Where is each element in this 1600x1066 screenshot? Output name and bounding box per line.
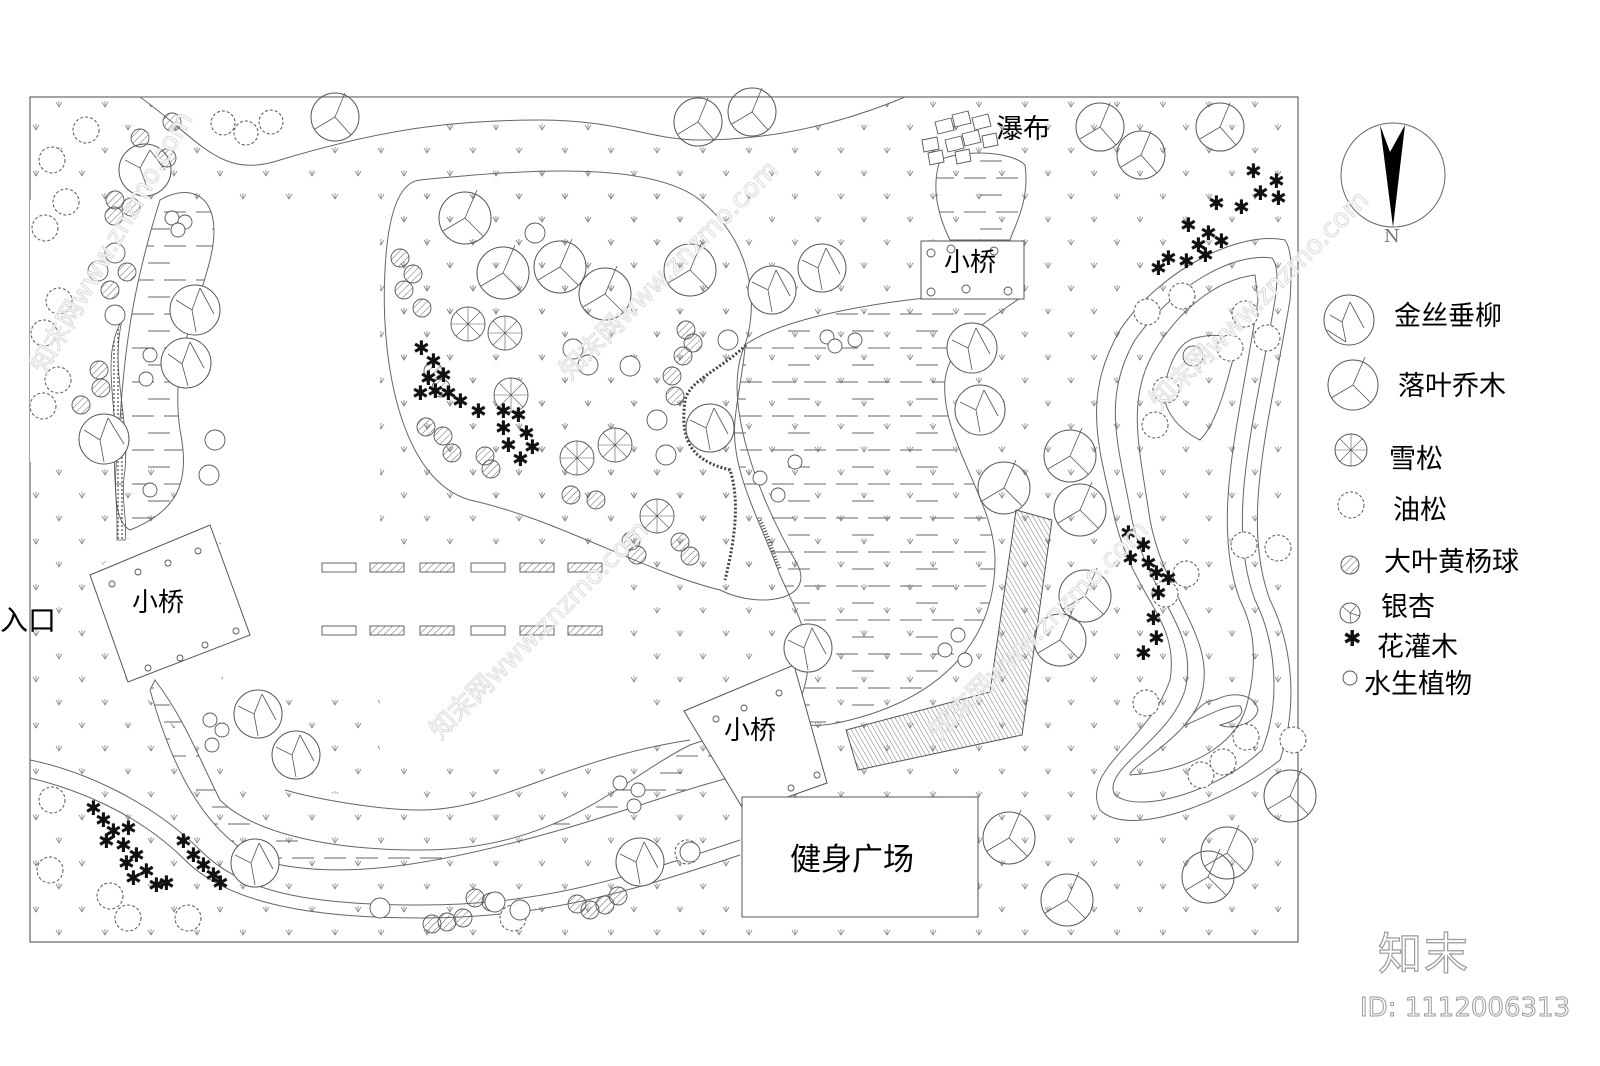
svg-text:✱: ✱ bbox=[1208, 191, 1225, 215]
svg-text:✱: ✱ bbox=[95, 808, 112, 832]
svg-text:✱: ✱ bbox=[1140, 551, 1157, 575]
bridge-west-shape bbox=[89, 524, 251, 683]
legend-label: 花灌木 bbox=[1377, 632, 1458, 663]
legend-item-flowering-shrub: 花灌木 bbox=[1377, 625, 1458, 664]
svg-text:✱: ✱ bbox=[435, 363, 452, 387]
svg-text:✱: ✱ bbox=[1197, 243, 1214, 267]
svg-text:✱: ✱ bbox=[1135, 533, 1152, 557]
legend-label: 金丝垂柳 bbox=[1394, 301, 1502, 332]
bridge-north-shape bbox=[920, 240, 1025, 300]
svg-text:✱: ✱ bbox=[1120, 521, 1137, 545]
legend-label: 油松 bbox=[1393, 495, 1447, 526]
legend-item-boxwood-ball: 大叶黄杨球 bbox=[1384, 540, 1519, 579]
svg-text:✱: ✱ bbox=[120, 816, 137, 840]
svg-text:✱: ✱ bbox=[1190, 233, 1207, 257]
svg-text:✱: ✱ bbox=[1160, 566, 1177, 590]
svg-text:✱: ✱ bbox=[138, 859, 155, 883]
svg-text:✱: ✱ bbox=[85, 796, 102, 820]
svg-text:✱: ✱ bbox=[1180, 213, 1197, 237]
svg-text:✱: ✱ bbox=[1233, 195, 1250, 219]
brand-watermark: 知末 bbox=[1377, 928, 1470, 980]
legend-label: 雪松 bbox=[1389, 444, 1443, 475]
svg-text:✱: ✱ bbox=[125, 866, 142, 890]
bridge-west-label: 小桥 bbox=[132, 588, 185, 618]
fitness-plaza-label: 健身广场 bbox=[790, 842, 914, 878]
svg-text:✱: ✱ bbox=[1148, 626, 1165, 650]
svg-text:✱: ✱ bbox=[105, 819, 122, 843]
svg-text:✱: ✱ bbox=[412, 381, 429, 405]
legend-item-deciduous-tree: 落叶乔木 bbox=[1398, 364, 1506, 403]
legend-label: 落叶乔木 bbox=[1398, 371, 1506, 402]
svg-text:✱: ✱ bbox=[195, 853, 212, 877]
bridge-south-shape bbox=[683, 664, 828, 813]
north-arrow-icon bbox=[1340, 122, 1446, 228]
svg-text:✱: ✱ bbox=[1213, 229, 1230, 253]
svg-text:✱: ✱ bbox=[495, 399, 512, 423]
legend-item-cedar: 雪松 bbox=[1389, 437, 1443, 476]
svg-text:✱: ✱ bbox=[185, 843, 202, 867]
svg-text:✱: ✱ bbox=[1252, 181, 1269, 205]
svg-text:✱: ✱ bbox=[420, 366, 437, 390]
entrance-label: 入口 bbox=[0, 604, 57, 637]
svg-text:✱: ✱ bbox=[1160, 246, 1177, 270]
svg-text:✱: ✱ bbox=[148, 873, 165, 897]
legend-item-aquatic-plant: 水生植物 bbox=[1364, 662, 1472, 701]
svg-text:✱: ✱ bbox=[470, 399, 487, 423]
svg-text:✱: ✱ bbox=[118, 851, 135, 875]
legend-label: 水生植物 bbox=[1364, 669, 1472, 700]
svg-text:✱: ✱ bbox=[500, 433, 517, 457]
svg-text:✱: ✱ bbox=[512, 447, 529, 471]
id-watermark: ID: 1112006313 bbox=[1359, 993, 1571, 1024]
svg-text:✱: ✱ bbox=[1150, 256, 1167, 280]
svg-text:✱: ✱ bbox=[1148, 561, 1165, 585]
bridge-north-label: 小桥 bbox=[944, 248, 997, 278]
legend-label: 银杏 bbox=[1381, 592, 1435, 623]
legend-item-ginkgo: 银杏 bbox=[1381, 585, 1435, 624]
svg-text:✱: ✱ bbox=[1145, 606, 1162, 630]
svg-text:✱: ✱ bbox=[175, 829, 192, 853]
svg-text:✱: ✱ bbox=[98, 829, 115, 853]
svg-text:✱: ✱ bbox=[1200, 221, 1217, 245]
svg-text:✱: ✱ bbox=[1122, 546, 1139, 570]
svg-text:✱: ✱ bbox=[452, 389, 469, 413]
waterfall-label: 瀑布 bbox=[996, 114, 1050, 145]
svg-text:✱: ✱ bbox=[1343, 627, 1361, 652]
svg-text:✱: ✱ bbox=[524, 435, 541, 459]
svg-text:✱: ✱ bbox=[115, 833, 132, 857]
svg-text:✱: ✱ bbox=[1268, 169, 1285, 193]
legend-label: 大叶黄杨球 bbox=[1384, 547, 1519, 578]
svg-text:✱: ✱ bbox=[425, 349, 442, 373]
bridge-south-label: 小桥 bbox=[724, 716, 777, 746]
svg-text:✱: ✱ bbox=[440, 381, 457, 405]
north-arrow-letter: N bbox=[1384, 226, 1400, 247]
svg-text:✱: ✱ bbox=[510, 403, 527, 427]
svg-text:✱: ✱ bbox=[1270, 186, 1287, 210]
svg-text:✱: ✱ bbox=[427, 379, 444, 403]
svg-text:✱: ✱ bbox=[205, 863, 222, 887]
svg-text:✱: ✱ bbox=[1150, 581, 1167, 605]
svg-text:✱: ✱ bbox=[128, 843, 145, 867]
legend-item-chinese-pine: 油松 bbox=[1393, 488, 1447, 527]
legend-item-weeping-willow: 金丝垂柳 bbox=[1394, 294, 1502, 333]
svg-text:✱: ✱ bbox=[1135, 641, 1152, 665]
svg-text:✱: ✱ bbox=[158, 871, 175, 895]
svg-text:✱: ✱ bbox=[212, 871, 229, 895]
svg-text:✱: ✱ bbox=[1245, 159, 1262, 183]
svg-text:✱: ✱ bbox=[413, 336, 430, 360]
svg-text:✱: ✱ bbox=[495, 416, 512, 440]
svg-text:✱: ✱ bbox=[518, 421, 535, 445]
svg-text:✱: ✱ bbox=[1178, 249, 1195, 273]
